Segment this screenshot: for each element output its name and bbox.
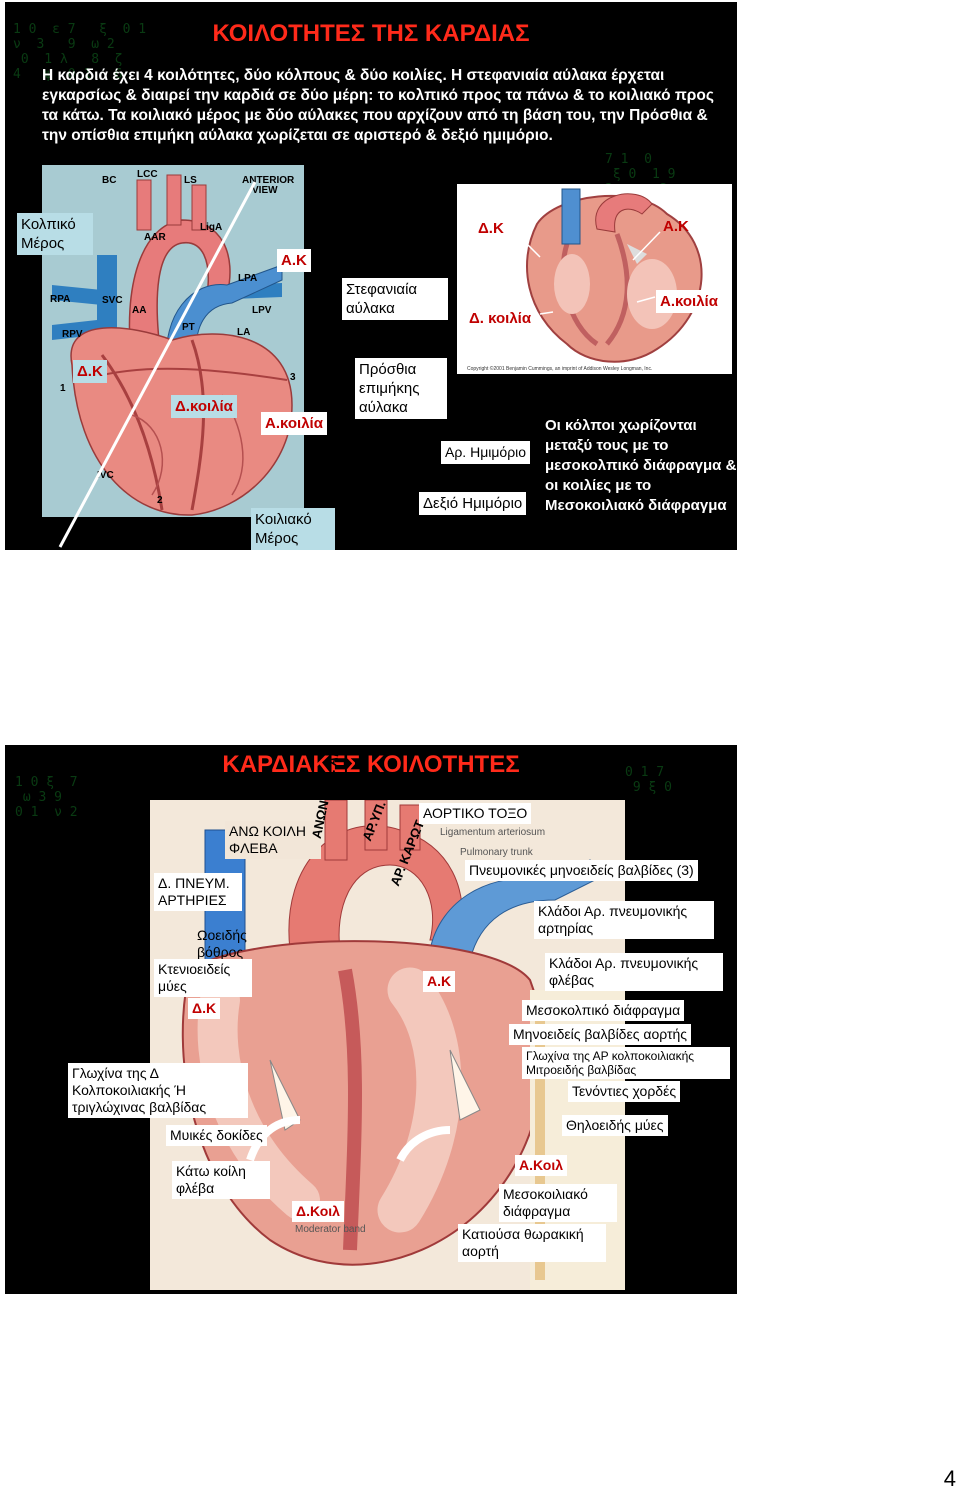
label-glwxina-d: Γλωχίνα της Δ Κολποκοιλιακής Ή τριγλώχιν… [68, 1063, 248, 1118]
label-bc: BC [102, 175, 116, 186]
label-dk-section: Δ.Κ [478, 220, 504, 237]
label-anterior: ANTERIOR [242, 175, 295, 186]
label-ar-hmimorio: Αρ. Ημιμόριο [441, 441, 531, 464]
slide-title: ΚΟΙΛΟΤΗΤΕΣ ΤΗΣ ΚΑΡΔΙΑΣ [212, 20, 530, 47]
label-dkoilia-anterior: Δ.κοιλία [171, 395, 237, 418]
label-rpa: RPA [50, 294, 70, 305]
label-tenontes: Τενόντιες χορδές [568, 1081, 681, 1102]
label-ak-anterior: Α.Κ [277, 249, 311, 272]
label-la: LA [237, 327, 250, 338]
slide2-title: ΚΑΡΔΙΑΚΕΣ ΚΟΙΛΟΤΗΤΕΣ [222, 751, 520, 778]
label-svc: SVC [102, 295, 123, 306]
label-katiousa: Κατιούσα θωρακική αορτή [458, 1224, 606, 1262]
label-thiloeideis: Θηλοειδής μύες [562, 1115, 668, 1136]
slide-cardiac-cavities: 1 0 ξ 7 ω 3 9 0 1 ν 2 0 1 7 9 ξ 0 ΚΑΡΔΙΑ… [5, 745, 737, 1294]
label-kato-koili: Κάτω κοίλη φλέβα [172, 1161, 270, 1199]
label-a-koil: Α.Κοιλ [515, 1155, 568, 1176]
label-pulmonary-trunk: Pulmonary trunk [460, 847, 534, 858]
label-ktenoeideis: Κτενιοειδείς μύες [154, 959, 252, 997]
label-stefaniaia-aulaka: Στεφανιαία αύλακα [342, 278, 448, 320]
label-kladoi-art: Κλάδοι Αρ. πνευμονικής αρτηρίας [534, 901, 714, 939]
label-ak: Α.Κ [423, 971, 456, 992]
annotation-lines [58, 181, 661, 548]
label-d-pneum: Δ. ΠΝΕΥΜ. ΑΡΤΗΡΙΕΣ [154, 873, 242, 911]
page-number: 4 [943, 1466, 956, 1491]
slide-heart-cavities: 1 0 ε 7 ξ 0 1 ν 3 9 ω 2 0 1 λ 8 ζ 4 ψ 0 … [5, 2, 737, 550]
label-ligamentum: Ligamentum arteriosum [440, 827, 545, 838]
label-pneumonikes: Πνευμονικές μηνοειδείς βαλβίδες (3) [465, 860, 698, 881]
label-2: 2 [157, 495, 163, 506]
label-glwxina-ar: Γλωχίνα της ΑΡ κολποκοιλιακής Μιτροειδής… [522, 1047, 730, 1079]
label-ano-koili: ΑΝΩ ΚΟΙΛΗ ΦΛΕΒΑ [225, 821, 321, 859]
note-text: Οι κόλποι χωρίζονται μεταξύ τους με το μ… [545, 417, 737, 514]
label-moderator-band: Moderator band [295, 1224, 366, 1235]
label-lcc: LCC [137, 169, 158, 180]
matrix-background: 1 0 ε 7 ξ 0 1 ν 3 9 ω 2 0 1 λ 8 ζ 4 ψ 0 … [13, 22, 147, 82]
label-mesokolpiko: Μεσοκολπικό διάφραγμα [522, 1000, 685, 1021]
label-dk-anterior: Δ.Κ [73, 360, 107, 383]
label-kladoi-fleb: Κλάδοι Αρ. πνευμονικής φλέβας [545, 953, 723, 991]
label-d-koil: Δ.Κοιλ [292, 1201, 344, 1222]
label-mhnoeideis: Μηνοειδείς βαλβίδες αορτής [509, 1024, 692, 1045]
label-dexio-hmimorio: Δεξιό Ημιμόριο [419, 492, 527, 515]
label-akoilia-anterior: Α.κοιλία [261, 412, 327, 435]
label-kolpiko-meros: Κολπικό Μέρος [17, 213, 93, 255]
label-akoilia-section: Α.κοιλία [656, 290, 722, 313]
label-liga: LigA [200, 222, 222, 233]
label-ivc: IVC [97, 470, 114, 481]
label-aar: AAR [144, 232, 166, 243]
label-ls: LS [184, 175, 197, 186]
label-ak-section: Α.Κ [663, 218, 689, 235]
copyright-text: Copyright ©2001 Benjamin Cummings, an im… [467, 365, 652, 372]
heart-section-drawing: Copyright ©2001 Benjamin Cummings, an im… [457, 184, 732, 374]
label-dk: Δ.Κ [188, 998, 221, 1019]
label-aa: AA [132, 305, 146, 316]
label-rpv: RPV [62, 329, 83, 340]
intro-text: Η καρδιά έχει 4 κοιλότητες, δύο κόλπους … [42, 67, 714, 144]
label-view: VIEW [252, 185, 278, 196]
label-mesokoiliako: Μεσοκοιλιακό διάφραγμα [499, 1184, 617, 1222]
label-lpv: LPV [252, 305, 272, 316]
label-ooeidis: Ωοειδής βόθρος [197, 927, 247, 960]
label-aortiko: ΑΟΡΤΙΚΟ ΤΟΞΟ [419, 803, 532, 824]
matrix-background-4: 0 1 7 9 ξ 0 [625, 765, 672, 795]
heart-interior-image: Ligamentum arteriosum Pulmonary trunk Mo… [150, 800, 625, 1290]
label-1: 1 [60, 383, 66, 394]
label-pt: PT [182, 322, 195, 333]
heart-section-image: Copyright ©2001 Benjamin Cummings, an im… [457, 184, 732, 374]
label-dkoilia-section: Δ. κοιλία [465, 307, 536, 330]
label-lpa: LPA [238, 273, 257, 284]
label-3: 3 [290, 372, 296, 383]
label-mykes: Μυικές δοκίδες [166, 1125, 267, 1146]
label-koiliako-meros: Κοιλιακό Μέρος [251, 508, 335, 550]
label-prosthia-aulaka: Πρόσθια επιμήκης αύλακα [355, 358, 447, 419]
matrix-background-3: 1 0 ξ 7 ω 3 9 0 1 ν 2 [15, 775, 78, 820]
